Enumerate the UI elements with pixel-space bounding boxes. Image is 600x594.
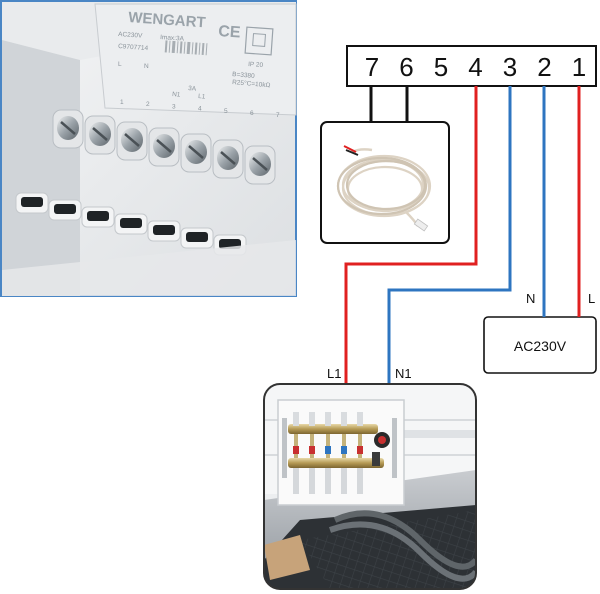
- terminal-number-7: 7: [365, 52, 379, 82]
- power-supply: AC230V: [483, 316, 597, 374]
- wire-hole-1: [15, 192, 49, 214]
- load-terminal-n1: N1: [172, 91, 181, 99]
- manifold-photo-frame: [263, 383, 477, 590]
- device-terminal-number-6: 6: [250, 110, 254, 117]
- device-rating-current: Imax:3A: [160, 34, 185, 43]
- device-code: C9707714: [118, 43, 149, 52]
- manifold-valve-2: [309, 412, 315, 494]
- ip-rating-box: [244, 26, 274, 56]
- power-supply-box: [483, 316, 597, 374]
- device-terminal-number-1: 1: [120, 99, 124, 106]
- screw-terminal-7: [244, 145, 276, 185]
- screw-terminal-2: [84, 115, 116, 155]
- barcode: [164, 40, 208, 56]
- wire-hole-3: [81, 206, 115, 228]
- sensor-cable-coil: [336, 154, 432, 218]
- screw-terminal-5: [180, 133, 212, 173]
- device-wire-holes: [15, 192, 247, 256]
- sensor-probe-tip: [413, 218, 429, 232]
- ip-rating: IP 20: [248, 61, 264, 69]
- device-terminal-number-7: 7: [276, 112, 280, 119]
- power-supply-label: AC230V: [514, 338, 567, 354]
- load-terminal-l1: L1: [198, 93, 206, 101]
- screw-terminal-1: [52, 109, 84, 149]
- floor-sensor: [320, 121, 450, 244]
- terminal-block-frame: [346, 45, 597, 87]
- manifold-supply-bar: [288, 424, 378, 434]
- terminal-number-4: 4: [468, 52, 482, 82]
- wire-hole-2: [48, 199, 82, 221]
- device-terminal-number-4: 4: [198, 106, 202, 113]
- terminal-number-6: 6: [399, 52, 413, 82]
- floor-heating-manifold-photo: [263, 383, 477, 590]
- manifold-valve-3: [325, 412, 331, 494]
- manifold-valve-5: [357, 412, 363, 494]
- terminal-number-1: 1: [572, 52, 586, 82]
- device-terminal-number-5: 5: [224, 108, 228, 115]
- terminal-number-3: 3: [503, 52, 517, 82]
- wire-hole-4: [114, 213, 148, 235]
- label-l: L: [588, 291, 595, 306]
- label-n1: N1: [395, 366, 412, 381]
- device-terminal-number-2: 2: [146, 101, 150, 108]
- load-current-label: 3A: [188, 85, 197, 93]
- device-terminal-label-2: N: [144, 63, 149, 70]
- device-rating-voltage: AC230V: [118, 31, 143, 40]
- device-terminal-number-3: 3: [172, 103, 176, 110]
- ce-mark: CE: [218, 23, 242, 42]
- device-terminal-label-1: L: [118, 61, 122, 68]
- device-screw-terminals: [52, 109, 276, 185]
- wire-hole-5: [147, 220, 181, 242]
- thermostat-terminal-photo: WENGART AC230V Imax:3A C9707714 CE IP 20…: [0, 0, 297, 297]
- wires: [344, 86, 581, 384]
- wire-n1: [387, 86, 512, 384]
- screw-terminal-3: [116, 121, 148, 161]
- screw-terminal-6: [212, 139, 244, 179]
- sensor-spec-b: B=3380: [232, 71, 255, 80]
- device-brand: WENGART: [128, 9, 206, 31]
- terminal-number-5: 5: [434, 52, 448, 82]
- wire-l1: [344, 86, 478, 384]
- wire-hole-6: [180, 227, 214, 249]
- label-l1: L1: [327, 366, 341, 381]
- manifold-valve-4: [341, 412, 347, 494]
- screw-terminal-4: [148, 127, 180, 167]
- terminal-number-2: 2: [537, 52, 551, 82]
- sensor-spec-r: R25°C=10kΩ: [232, 78, 271, 89]
- manifold-return-bar: [288, 458, 384, 468]
- label-n: N: [526, 291, 535, 306]
- manifold-valve-1: [293, 412, 299, 494]
